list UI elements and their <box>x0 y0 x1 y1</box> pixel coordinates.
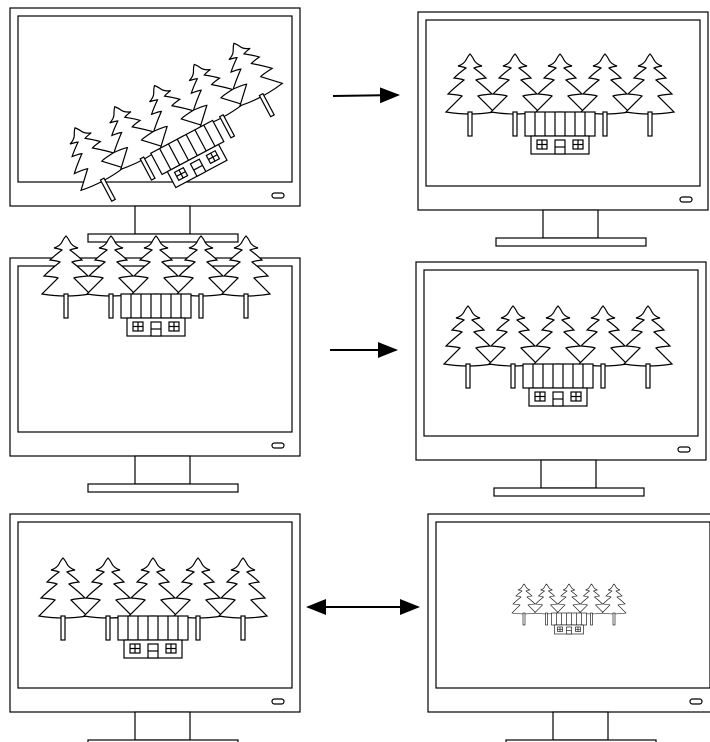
panel-scaled-down <box>427 513 710 742</box>
panel-shifted-up <box>9 236 301 493</box>
panel-restored-2 <box>415 261 707 497</box>
panel-rotated <box>9 7 302 243</box>
panel-restored-1 <box>417 11 709 247</box>
panel-normal <box>9 513 301 742</box>
arrow-1 <box>332 87 400 104</box>
